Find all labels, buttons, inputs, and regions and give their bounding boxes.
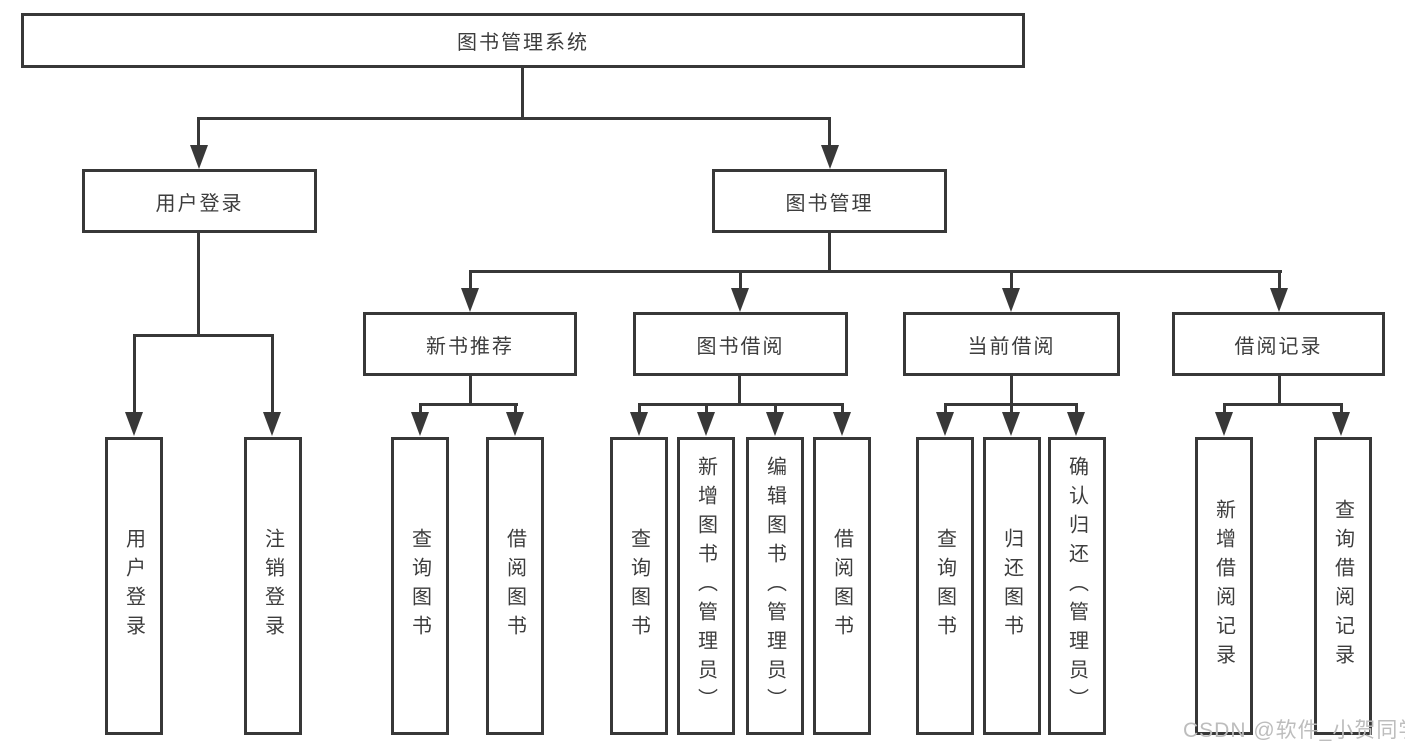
- node-leaf-confirm-return-label: 确认归还（管理员）: [1065, 455, 1088, 717]
- connector-drop-borrow-book-1: [514, 403, 517, 417]
- connector-drop-return-book: [1010, 403, 1013, 417]
- node-leaf-logout-label: 注销登录: [261, 528, 284, 644]
- arrow-down-icon: [697, 412, 715, 436]
- connector-drop-add-record: [1223, 403, 1226, 417]
- arrow-down-icon: [1067, 412, 1085, 436]
- node-leaf-edit-book-label: 编辑图书（管理员）: [763, 455, 786, 717]
- connector-current-borrow-stem: [1010, 376, 1013, 406]
- node-current-borrow-label: 当前借阅: [967, 335, 1056, 358]
- arrow-down-icon: [1332, 412, 1350, 436]
- node-leaf-return-book-label: 归还图书: [1000, 528, 1023, 644]
- connector-drop-borrow-book-2: [841, 403, 844, 417]
- node-leaf-query-book-1: 查询图书: [391, 437, 449, 735]
- connector-drop-add-book: [705, 403, 708, 417]
- connector-user-login-bar: [133, 334, 274, 337]
- arrow-down-icon: [125, 412, 143, 436]
- arrow-down-icon: [766, 412, 784, 436]
- arrow-down-icon: [1215, 412, 1233, 436]
- connector-drop-user-login: [197, 117, 200, 149]
- connector-book-borrow-stem: [738, 376, 741, 406]
- connector-drop-query-record: [1340, 403, 1343, 417]
- node-book-borrow: 图书借阅: [633, 312, 848, 376]
- node-book-mgmt: 图书管理: [712, 169, 947, 233]
- connector-user-login-stem: [197, 233, 200, 337]
- node-leaf-add-record-label: 新增借阅记录: [1212, 499, 1235, 673]
- connector-drop-leaf-user-login: [133, 334, 136, 414]
- node-leaf-borrow-book-1-label: 借阅图书: [503, 528, 526, 644]
- node-leaf-query-book-2: 查询图书: [610, 437, 668, 735]
- connector-drop-new-book-rec: [469, 270, 472, 290]
- node-leaf-borrow-book-2: 借阅图书: [813, 437, 871, 735]
- arrow-down-icon: [630, 412, 648, 436]
- arrow-down-icon: [263, 412, 281, 436]
- node-new-book-rec: 新书推荐: [363, 312, 577, 376]
- node-book-borrow-label: 图书借阅: [696, 335, 785, 358]
- arrow-down-icon: [1270, 288, 1288, 312]
- connector-drop-query-book-1: [419, 403, 422, 417]
- connector-new-book-rec-bar: [419, 403, 518, 406]
- node-leaf-query-book-1-label: 查询图书: [408, 528, 431, 644]
- arrow-down-icon: [936, 412, 954, 436]
- arrow-down-icon: [461, 288, 479, 312]
- node-leaf-add-book-label: 新增图书（管理员）: [694, 455, 717, 717]
- connector-book-borrow-bar: [638, 403, 843, 406]
- connector-drop-book-borrow: [739, 270, 742, 290]
- connector-drop-edit-book: [774, 403, 777, 417]
- node-leaf-add-record: 新增借阅记录: [1195, 437, 1253, 735]
- arrow-down-icon: [821, 145, 839, 169]
- node-leaf-return-book: 归还图书: [983, 437, 1041, 735]
- node-leaf-borrow-book-2-label: 借阅图书: [830, 528, 853, 644]
- node-leaf-add-book: 新增图书（管理员）: [677, 437, 735, 735]
- arrow-down-icon: [411, 412, 429, 436]
- node-leaf-query-book-2-label: 查询图书: [627, 528, 650, 644]
- connector-book-mgmt-stem: [828, 233, 831, 273]
- node-current-borrow: 当前借阅: [903, 312, 1120, 376]
- node-leaf-query-record-label: 查询借阅记录: [1331, 499, 1354, 673]
- connector-root-bar: [197, 117, 831, 120]
- node-user-login-label: 用户登录: [155, 192, 244, 215]
- connector-drop-borrow-record: [1278, 270, 1281, 290]
- connector-book-mgmt-bar: [469, 270, 1282, 273]
- arrow-down-icon: [833, 412, 851, 436]
- connector-drop-current-borrow: [1010, 270, 1013, 290]
- node-leaf-confirm-return: 确认归还（管理员）: [1048, 437, 1106, 735]
- connector-borrow-record-bar: [1223, 403, 1343, 406]
- connector-drop-confirm-return: [1075, 403, 1078, 417]
- connector-drop-leaf-logout: [271, 334, 274, 414]
- node-root: 图书管理系统: [21, 13, 1025, 68]
- connector-root-stem: [521, 68, 524, 120]
- connector-new-book-rec-stem: [469, 376, 472, 406]
- arrow-down-icon: [1002, 288, 1020, 312]
- connector-drop-query-book-3: [944, 403, 947, 417]
- node-root-label: 图书管理系统: [457, 32, 589, 54]
- node-user-login: 用户登录: [82, 169, 317, 233]
- node-leaf-borrow-book-1: 借阅图书: [486, 437, 544, 735]
- node-book-mgmt-label: 图书管理: [785, 192, 874, 215]
- node-leaf-user-login: 用户登录: [105, 437, 163, 735]
- arrow-down-icon: [190, 145, 208, 169]
- node-leaf-edit-book: 编辑图书（管理员）: [746, 437, 804, 735]
- node-leaf-query-book-3: 查询图书: [916, 437, 974, 735]
- arrow-down-icon: [731, 288, 749, 312]
- connector-borrow-record-stem: [1278, 376, 1281, 406]
- node-leaf-query-book-3-label: 查询图书: [933, 528, 956, 644]
- arrow-down-icon: [1002, 412, 1020, 436]
- csdn-watermark: CSDN @软件_小贺同学: [1183, 719, 1405, 742]
- node-borrow-record: 借阅记录: [1172, 312, 1385, 376]
- node-leaf-query-record: 查询借阅记录: [1314, 437, 1372, 735]
- connector-drop-query-book-2: [638, 403, 641, 417]
- node-leaf-user-login-label: 用户登录: [122, 528, 145, 644]
- arrow-down-icon: [506, 412, 524, 436]
- connector-drop-book-mgmt: [828, 117, 831, 149]
- node-leaf-logout: 注销登录: [244, 437, 302, 735]
- node-new-book-rec-label: 新书推荐: [426, 335, 514, 358]
- node-borrow-record-label: 借阅记录: [1234, 335, 1323, 358]
